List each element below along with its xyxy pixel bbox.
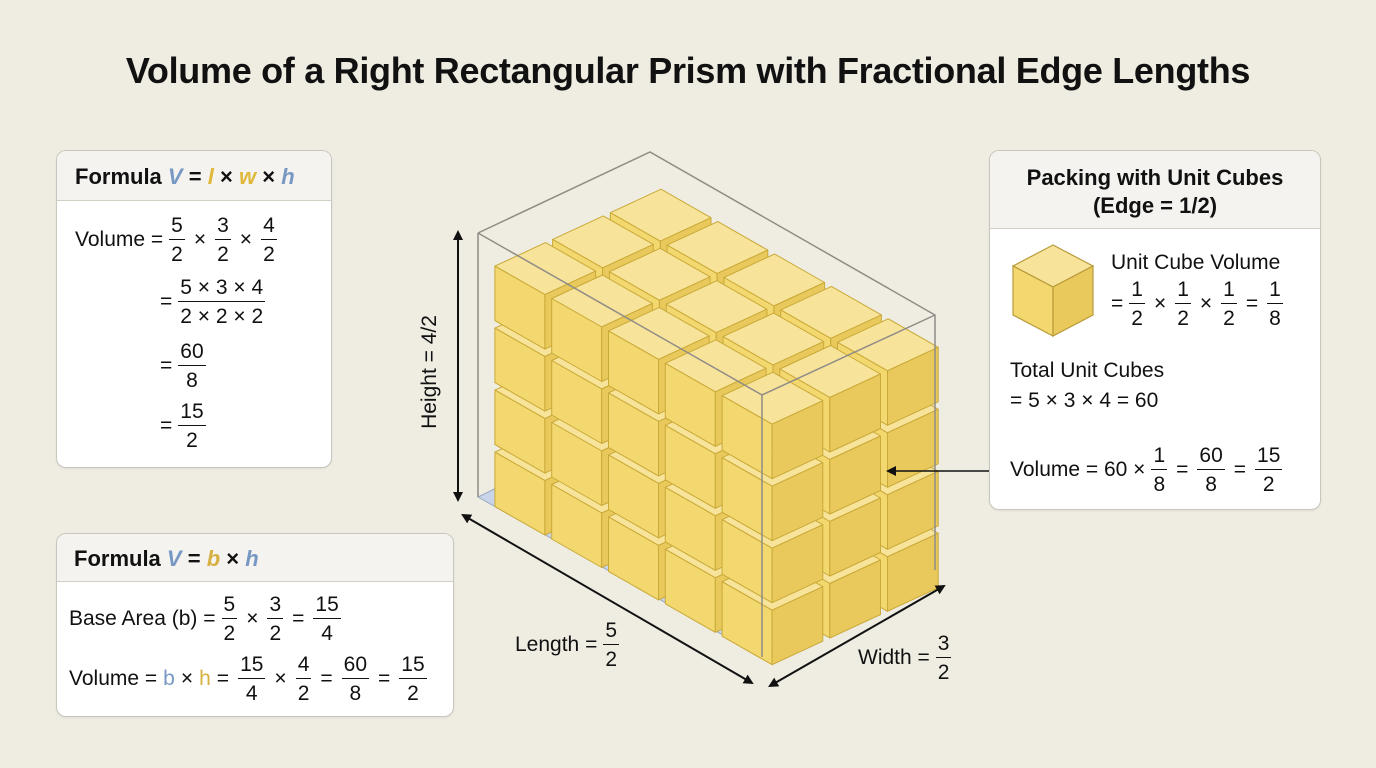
prism-outline: [477, 151, 936, 657]
total-unit-cubes-label: Total Unit Cubes: [1010, 359, 1165, 382]
formula-lwh-header: Formula V = l × w × h: [57, 151, 331, 201]
unit-cube-icon: [1011, 244, 1095, 337]
packing-card: Packing with Unit Cubes (Edge = 1/2) Uni…: [989, 150, 1321, 510]
packing-header: Packing with Unit Cubes (Edge = 1/2): [990, 151, 1320, 229]
total-unit-cubes-expr: = 5 × 3 × 4 = 60: [1010, 389, 1159, 412]
unit-cube-stack: [494, 188, 939, 666]
unit-cube-volume-label: Unit Cube Volume: [1111, 251, 1281, 274]
formula-bh-header: Formula V = b × h: [57, 534, 453, 582]
length-dimension-arrow: [461, 513, 754, 685]
page-title: Volume of a Right Rectangular Prism with…: [125, 50, 1251, 91]
unit-cube: [721, 371, 824, 480]
height-label: Height = 4/2: [418, 315, 441, 429]
width-dimension-arrow: [768, 585, 946, 687]
